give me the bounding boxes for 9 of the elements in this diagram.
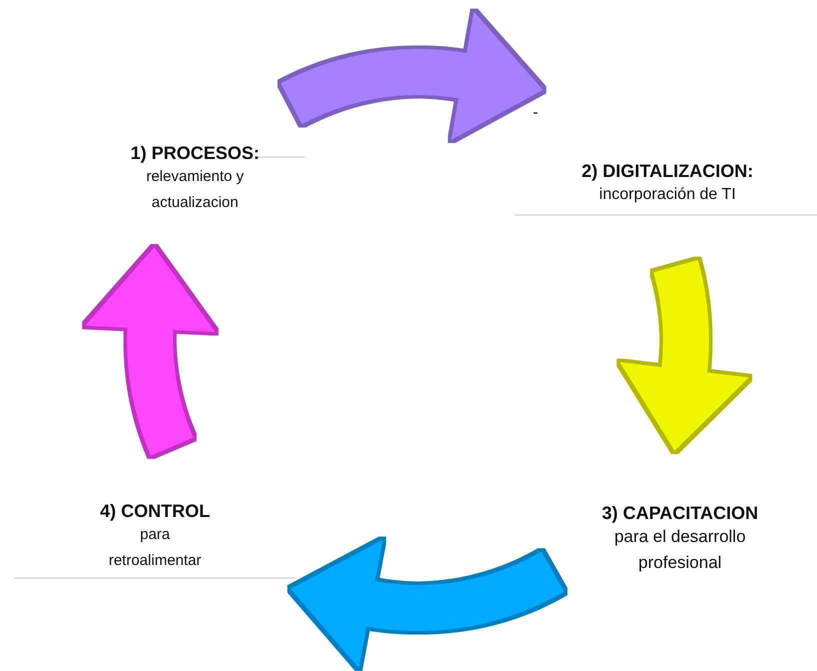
step-description: para retroalimentar <box>108 525 202 571</box>
step-heading: 3) CAPACITACION <box>602 502 758 524</box>
step-description: relevamiento y actualizacion <box>145 167 245 213</box>
note-text: - <box>533 104 538 121</box>
step-description: para el desarrollo profesional <box>613 526 747 574</box>
step-heading: 4) CONTROL <box>100 500 210 522</box>
step-heading: 1) PROCESOS: <box>130 142 260 164</box>
step-heading: 2) DIGITALIZACION: <box>582 160 754 182</box>
step-description: incorporación de TI <box>599 185 736 205</box>
